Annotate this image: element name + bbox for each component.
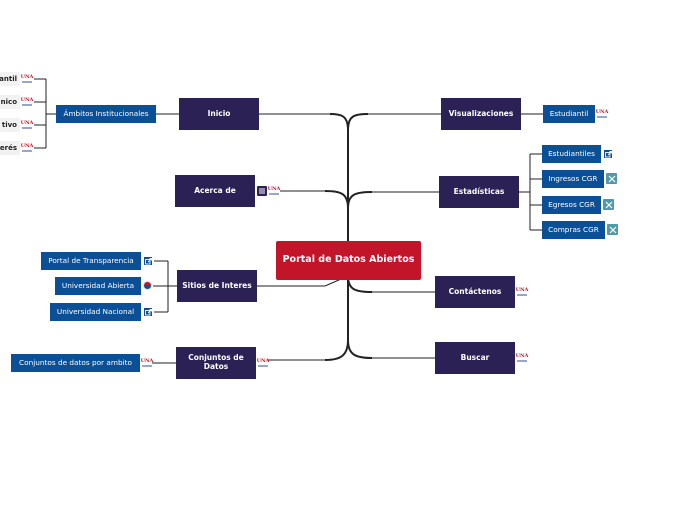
- una-logo-icon: UNA: [141, 358, 153, 368]
- una-logo-bar: [258, 364, 268, 367]
- una-logo-text: UNA: [595, 109, 609, 116]
- subtopic-ingresos-cgr[interactable]: Ingresos CGR: [542, 170, 604, 188]
- topic-estadisticas[interactable]: Estadísticas: [439, 176, 519, 208]
- spreadsheet-glyph: [608, 175, 615, 182]
- una-logo-text: UNA: [140, 358, 154, 365]
- root-topic[interactable]: Portal de Datos Abiertos: [276, 241, 421, 280]
- subtopic-estudiantil[interactable]: Estudiantil: [543, 105, 595, 123]
- external-link-icon[interactable]: [603, 149, 613, 159]
- subtopic-portal-de-transparencia[interactable]: Portal de Transparencia: [41, 252, 141, 270]
- una-logo-text: UNA: [515, 287, 529, 294]
- subtopic-estudiantiles[interactable]: Estudiantiles: [542, 145, 601, 163]
- una-logo-bar: [22, 126, 32, 129]
- notes-icon[interactable]: [257, 186, 267, 196]
- external-link-glyph: [604, 150, 612, 157]
- una-logo-text: UNA: [20, 97, 34, 104]
- ambito-item[interactable]: tivo: [0, 118, 20, 132]
- topic-visualizaciones[interactable]: Visualizaciones: [441, 98, 521, 130]
- topic-conjuntos-de-datos[interactable]: Conjuntos de Datos: [176, 347, 256, 379]
- una-logo-bar: [517, 359, 527, 362]
- una-logo-icon: UNA: [516, 287, 528, 297]
- topic-inicio[interactable]: Inicio: [179, 98, 259, 130]
- subtopic-compras-cgr[interactable]: Compras CGR: [542, 221, 605, 239]
- una-logo-text: UNA: [20, 120, 34, 127]
- una-logo-bar: [22, 80, 32, 83]
- una-logo-bar: [142, 364, 152, 367]
- una-logo-text: UNA: [256, 358, 270, 365]
- una-logo-bar: [517, 293, 527, 296]
- una-logo-icon: UNA: [21, 120, 33, 130]
- una-logo-icon: UNA: [268, 186, 280, 196]
- una-logo-bar: [597, 115, 607, 118]
- una-logo-bar: [269, 192, 279, 195]
- spreadsheet-icon[interactable]: [607, 224, 618, 235]
- ambito-item[interactable]: erés: [0, 141, 20, 155]
- subtopic-egresos-cgr[interactable]: Egresos CGR: [542, 196, 601, 214]
- topic-sitios-de-interes[interactable]: Sitios de Interes: [177, 270, 257, 302]
- una-logo-icon: UNA: [21, 74, 33, 84]
- subtopic-conjuntos-por-ambito[interactable]: Conjuntos de datos por ambito: [11, 354, 140, 372]
- ambito-item[interactable]: antil: [0, 72, 20, 86]
- universidad-abierta-logo-icon[interactable]: [143, 281, 152, 290]
- una-logo-bar: [22, 149, 32, 152]
- subtopic-ambitos-institucionales[interactable]: Ámbitos Institucionales: [56, 105, 156, 123]
- una-logo-icon: UNA: [21, 143, 33, 153]
- subtopic-universidad-abierta[interactable]: Universidad Abierta: [55, 277, 141, 295]
- subtopic-universidad-nacional[interactable]: Universidad Nacional: [50, 303, 141, 321]
- una-logo-icon: UNA: [257, 358, 269, 368]
- una-logo-icon: UNA: [516, 353, 528, 363]
- una-logo-text: UNA: [20, 143, 34, 150]
- una-logo-icon: UNA: [596, 109, 608, 119]
- una-logo-icon: UNA: [21, 97, 33, 107]
- una-logo-text: UNA: [267, 186, 281, 193]
- una-logo-bar: [22, 103, 32, 106]
- ambito-item[interactable]: nico: [0, 95, 20, 109]
- notes-icon-glyph: [259, 188, 265, 194]
- spreadsheet-glyph: [605, 201, 612, 208]
- spreadsheet-glyph: [609, 226, 616, 233]
- external-link-icon[interactable]: [143, 256, 153, 266]
- una-logo-text: UNA: [515, 353, 529, 360]
- topic-buscar[interactable]: Buscar: [435, 342, 515, 374]
- external-link-glyph: [144, 257, 152, 264]
- external-link-icon[interactable]: [143, 307, 153, 317]
- spreadsheet-icon[interactable]: [603, 199, 614, 210]
- topic-contactenos[interactable]: Contáctenos: [435, 276, 515, 308]
- topic-acerca-de[interactable]: Acerca de: [175, 175, 255, 207]
- una-logo-text: UNA: [20, 74, 34, 81]
- spreadsheet-icon[interactable]: [606, 173, 617, 184]
- external-link-glyph: [144, 308, 152, 315]
